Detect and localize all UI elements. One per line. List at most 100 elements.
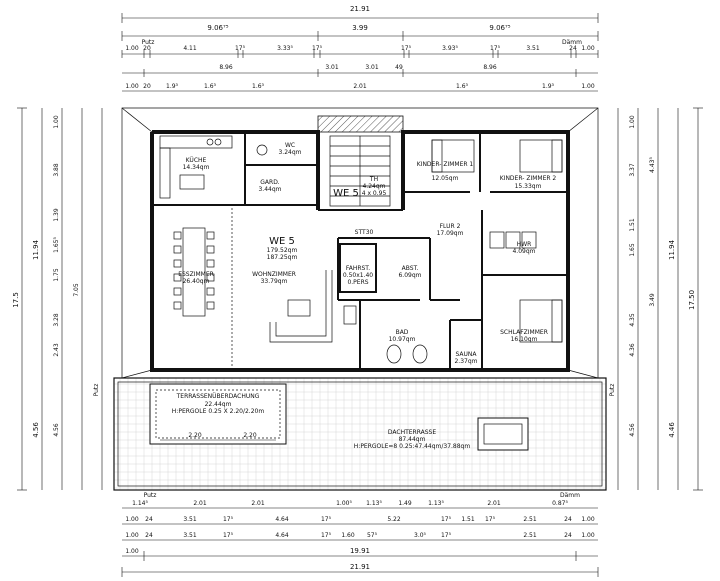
room-fahrst-area: 0.50x1.40	[343, 272, 373, 279]
bot-inner: 19.91	[350, 547, 370, 555]
left-putz: Putz	[93, 384, 100, 397]
top-r4-6: 1.6³	[456, 83, 469, 90]
right-v1: 3.37	[629, 163, 636, 177]
room-fahrst-extra: 0.PERS	[347, 279, 368, 286]
bot-r3-12: 1.00	[581, 532, 595, 539]
room-gard-area: 3.44qm	[258, 186, 281, 193]
bot-edge: 1.00	[125, 548, 139, 555]
top-r2-7: 3.93⁵	[442, 45, 458, 52]
room-kind1-name: KINDER- ZIMMER 1	[417, 161, 474, 168]
room-bad-area: 10.97qm	[389, 336, 416, 343]
room-hwr-name: HWR	[517, 241, 532, 248]
bathroom-fixtures	[256, 144, 428, 364]
bot-r1-2: 2.01	[251, 500, 265, 507]
top-r3-4: 8.96	[483, 64, 497, 71]
room-abst-area: 6.09qm	[398, 272, 421, 279]
room-th-name: TH	[369, 176, 378, 183]
bot-r1-7: 2.01	[487, 500, 501, 507]
room-flur-area: 17.09qm	[437, 230, 464, 237]
dining-table	[173, 227, 215, 317]
top-dim-right: 9.06⁷⁵	[489, 24, 510, 32]
pergola-dim-2: 2.20	[243, 432, 257, 439]
right-putz: Putz	[609, 384, 616, 397]
top-r2-8: 17⁵	[490, 45, 501, 52]
top-r2-11: 1.00	[581, 45, 595, 52]
top-r4-1: 20	[143, 83, 151, 90]
terrace-pergola	[149, 383, 287, 445]
bot-r1-0: 1.14⁵	[132, 500, 148, 507]
right-v0: 1.00	[629, 115, 636, 129]
bot-r1-4: 1.13⁵	[366, 500, 382, 507]
left-upper: 11.94	[32, 239, 40, 260]
living-sofa	[269, 270, 333, 343]
roof-terrace-title: DACHTERRASSE	[388, 429, 436, 436]
terrace-roof-area: 22.44qm	[205, 401, 232, 408]
left-v7: 2.43	[53, 343, 60, 357]
left-v1: 3.88	[53, 163, 60, 177]
bot-r3-2: 3.51	[183, 532, 197, 539]
top-r2-3: 17⁵	[235, 45, 246, 52]
top-overall-dimension: 21.91	[350, 5, 370, 13]
top-r2-2: 4.11	[183, 45, 197, 52]
room-flur-name: FLUR 2	[440, 223, 461, 230]
bot-r2-4: 4.64	[275, 516, 289, 523]
bot-r2-2: 3.51	[183, 516, 197, 523]
right-overall: 17.50	[688, 290, 696, 310]
bot-r1-5: 1.49	[398, 500, 412, 507]
bot-r2-3: 17⁵	[223, 516, 234, 523]
bot-r3-5: 17⁵	[321, 532, 332, 539]
door-label: STT30	[355, 229, 374, 236]
room-kind2-area: 15.33qm	[515, 183, 542, 190]
furniture	[159, 135, 563, 364]
top-daemm-label: Dämm	[562, 39, 582, 46]
bot-r2-9: 17⁵	[485, 516, 496, 523]
bot-r2-1: 24	[145, 516, 153, 523]
room-schlaf-name: SCHLAFZIMMER	[500, 329, 548, 336]
bot-r2-7: 17⁵	[441, 516, 452, 523]
top-r2-4: 3.33⁵	[277, 45, 293, 52]
bot-putz: Putz	[144, 492, 157, 499]
terrace-roof-spec: H:PERGOLE 0.25 X 2.20/2.20m	[172, 408, 265, 415]
top-dim-ticks-row2	[121, 50, 599, 58]
bot-r3-7: 57⁵	[367, 532, 378, 539]
roof-terrace: TERRASSENÜBERDACHUNG 22.44qm H:PERGOLE 0…	[113, 377, 607, 491]
interior-walls	[152, 132, 568, 370]
terrace-roof-title: TERRASSENÜBERDACHUNG	[176, 393, 260, 400]
room-kueche-area: 14.34qm	[183, 164, 210, 171]
bot-daemm: Dämm	[560, 492, 580, 499]
bot-r1-1: 2.01	[193, 500, 207, 507]
room-bad-name: BAD	[396, 329, 409, 336]
unit-area-1: 179.52qm	[267, 247, 298, 254]
bot-r3-3: 17⁵	[223, 532, 234, 539]
exterior-walls	[150, 115, 570, 372]
top-r2-5: 17⁵	[312, 45, 323, 52]
top-r4-2: 1.9³	[166, 83, 179, 90]
bot-r3-4: 4.64	[275, 532, 289, 539]
top-r4-3: 1.6³	[204, 83, 217, 90]
left-v5: 7.05	[73, 283, 80, 297]
room-wohn-name: WOHNZIMMER	[252, 271, 296, 278]
bed-kinderzimmer-2	[519, 139, 563, 173]
kitchen-counter	[159, 135, 233, 199]
room-wohn-area: 33.79qm	[261, 278, 288, 285]
unit-area-2: 187.25qm	[267, 254, 298, 261]
bot-r2-6: 5.22	[387, 516, 401, 523]
room-fahrst-name: FAHRST.	[346, 265, 370, 272]
right-dimension-chains: Putz 1.00 3.37 4.43⁵ 1.51 1.65 3.49 4.35…	[609, 107, 703, 491]
bed-schlafzimmer	[519, 299, 563, 343]
left-v4: 1.75	[53, 268, 60, 282]
bed-kinderzimmer-1	[431, 139, 475, 173]
right-v3: 1.51	[629, 218, 636, 232]
room-kind1-area: 12.05qm	[432, 175, 459, 182]
top-r4-4: 1.6³	[252, 83, 265, 90]
bottom-dimension-chains: 1.14⁵ 2.01 2.01 1.00⁵ 1.13⁵ 1.49 1.13⁵ 2…	[121, 492, 599, 577]
top-r3-1: 3.01	[325, 64, 339, 71]
top-r3-3: 3.01	[365, 64, 379, 71]
right-v4: 1.65	[629, 243, 636, 257]
roof-terrace-spec: H:PERGOLE=8 0.25:47.44qm/37.88qm	[354, 443, 471, 450]
bot-r2-10: 2.51	[523, 516, 537, 523]
room-labels: KÜCHE 14.34qm WC 3.24qm GARD. 3.44qm TH …	[178, 142, 556, 365]
room-th-area: 4.24qm	[362, 183, 385, 190]
bot-r2-12: 1.00	[581, 516, 595, 523]
